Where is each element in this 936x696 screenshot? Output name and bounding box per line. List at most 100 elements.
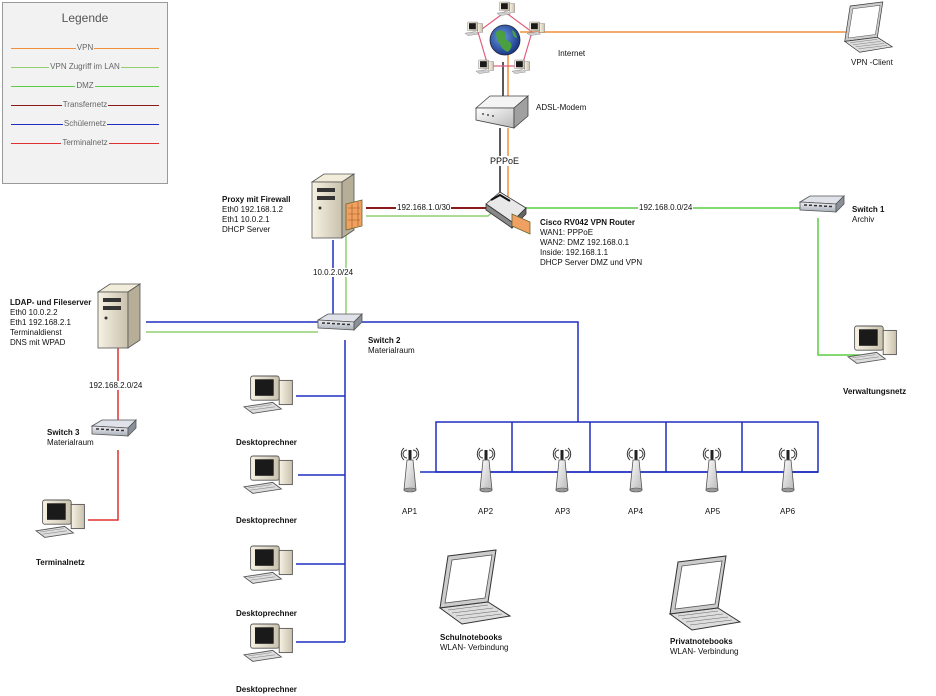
internet-node-icon <box>511 59 530 74</box>
legend-item-vpn-lan: VPN Zugriff im LAN <box>11 61 159 73</box>
internet-label: Internet <box>558 49 586 58</box>
privatnotebook-laptop-icon <box>669 555 741 631</box>
switch1-info: Switch 1 Archiv <box>852 205 884 225</box>
switch2-name: Switch 2 <box>368 336 401 345</box>
legend-label: Transfernetz <box>61 100 109 109</box>
dmz-link-verwaltung <box>817 218 860 356</box>
schueler-subnet-label: 10.0.2.0/24 <box>312 268 355 277</box>
legend-item-dmz: DMZ <box>11 80 159 92</box>
ap1-icon <box>400 447 420 493</box>
ldap-line: Eth0 10.0.2.2 <box>10 308 58 317</box>
internet-node-icon <box>496 1 515 16</box>
legend-label: Terminalnetz <box>61 138 109 147</box>
firewall-icon <box>511 213 531 235</box>
modem-icon <box>474 95 530 129</box>
ap-trunk <box>435 421 819 473</box>
proxy-name: Proxy mit Firewall <box>222 195 291 204</box>
legend-label: VPN <box>75 43 95 52</box>
switch2-icon <box>317 313 363 331</box>
ap4-icon <box>626 447 646 493</box>
verwaltung-label: Verwaltungsnetz <box>843 387 907 396</box>
router-line: WAN2: DMZ 192.168.0.1 <box>540 238 630 247</box>
internet-cloud <box>464 1 545 74</box>
router-line: Inside: 192.168.1.1 <box>540 248 609 257</box>
terminal-link-client <box>88 450 119 521</box>
schueler-link-aps <box>362 321 579 422</box>
legend-item-terminalnetz: Terminalnetz <box>11 137 159 149</box>
desktop-links <box>296 395 345 643</box>
switch3-sub: Materialraum <box>47 438 94 447</box>
proxy-server-icon <box>311 173 363 239</box>
legend-item-schuelernetz: Schülernetz <box>11 118 159 130</box>
ap5-label: AP5 <box>705 507 721 516</box>
switch1-name: Switch 1 <box>852 205 885 214</box>
ap4-label: AP4 <box>628 507 644 516</box>
switch2-sub: Materialraum <box>368 346 415 355</box>
ap2-icon <box>476 447 496 493</box>
ap6-label: AP6 <box>780 507 796 516</box>
terminal-pc-icon <box>35 499 85 538</box>
desktop-label: Desktoprechner <box>236 609 297 618</box>
router-line: DHCP Server DMZ und VPN <box>540 258 643 267</box>
ap3-icon <box>552 447 572 493</box>
legend-label: VPN Zugriff im LAN <box>49 62 121 71</box>
ldap-line: DNS mit WPAD <box>10 338 66 347</box>
legend-label: Schülernetz <box>62 119 108 128</box>
terminal-subnet-label: 192.168.2.0/24 <box>88 381 144 390</box>
ldap-server-icon <box>97 283 141 349</box>
schulnotebooks-name: Schulnotebooks <box>440 633 503 642</box>
desktop-label: Desktoprechner <box>236 438 297 447</box>
privatnotebooks-name: Privatnotebooks <box>670 637 733 646</box>
switch1-icon <box>799 195 845 213</box>
ap-links <box>420 422 818 473</box>
desktop-pc-icon <box>243 623 293 662</box>
proxy-line: Eth1 10.0.2.1 <box>222 215 270 224</box>
ap6-icon <box>778 447 798 493</box>
schulnotebooks-sub: WLAN- Verbindung <box>440 643 509 652</box>
desktop-pc-icon <box>243 545 293 584</box>
ldap-info: LDAP- und Fileserver Eth0 10.0.2.2 Eth1 … <box>10 298 91 348</box>
router-icon <box>485 191 531 235</box>
schulnotebook-laptop-icon <box>439 549 511 625</box>
modem-label: ADSL-Modem <box>536 103 587 112</box>
switch2-info: Switch 2 Materialraum <box>368 336 415 356</box>
ap3-label: AP3 <box>555 507 571 516</box>
router-line: WAN1: PPPoE <box>540 228 594 237</box>
legend-title: Legende <box>61 11 109 25</box>
proxy-line: DHCP Server <box>222 225 271 234</box>
internet-node-icon <box>464 21 483 36</box>
desktop-label: Desktoprechner <box>236 516 297 525</box>
router-name: Cisco RV042 VPN Router <box>540 218 635 227</box>
proxy-line: Eth0 192.168.1.2 <box>222 205 283 214</box>
vpn-client-laptop-icon <box>844 1 893 53</box>
pppoe-label: PPPoE <box>489 156 521 166</box>
terminal-label: Terminalnetz <box>36 558 85 567</box>
ldap-line: Eth1 192.168.2.1 <box>10 318 71 327</box>
desktop-pc-icon <box>243 375 293 414</box>
ap2-label: AP2 <box>478 507 494 516</box>
legend-item-vpn: VPN <box>11 42 159 54</box>
ldap-name: LDAP- und Fileserver <box>10 298 92 307</box>
privatnotebooks-info: Privatnotebooks WLAN- Verbindung <box>670 637 738 657</box>
proxy-info: Proxy mit Firewall Eth0 192.168.1.2 Eth1… <box>222 195 290 235</box>
router-info: Cisco RV042 VPN Router WAN1: PPPoE WAN2:… <box>540 218 642 268</box>
switch3-icon <box>91 419 137 437</box>
desktop-label: Desktoprechner <box>236 685 297 694</box>
ap1-label: AP1 <box>402 507 418 516</box>
privatnotebooks-sub: WLAN- Verbindung <box>670 647 739 656</box>
schulnotebooks-info: Schulnotebooks WLAN- Verbindung <box>440 633 508 653</box>
desktop-pc-icon <box>243 455 293 494</box>
internet-node-icon <box>475 59 494 74</box>
transfer-subnet-label: 192.168.1.0/30 <box>396 203 452 212</box>
switch1-sub: Archiv <box>852 215 875 224</box>
dmz-subnet-label: 192.168.0.0/24 <box>638 203 694 212</box>
legend-item-transfernetz: Transfernetz <box>11 99 159 111</box>
switch3-info: Switch 3 Materialraum <box>47 428 94 448</box>
vpn-client-label: VPN -Client <box>851 58 893 67</box>
internet-node-icon <box>526 21 545 36</box>
ldap-line: Terminaldienst <box>10 328 62 337</box>
verwaltung-pc-icon <box>847 325 897 364</box>
legend-label: DMZ <box>75 81 95 90</box>
switch3-name: Switch 3 <box>47 428 80 437</box>
